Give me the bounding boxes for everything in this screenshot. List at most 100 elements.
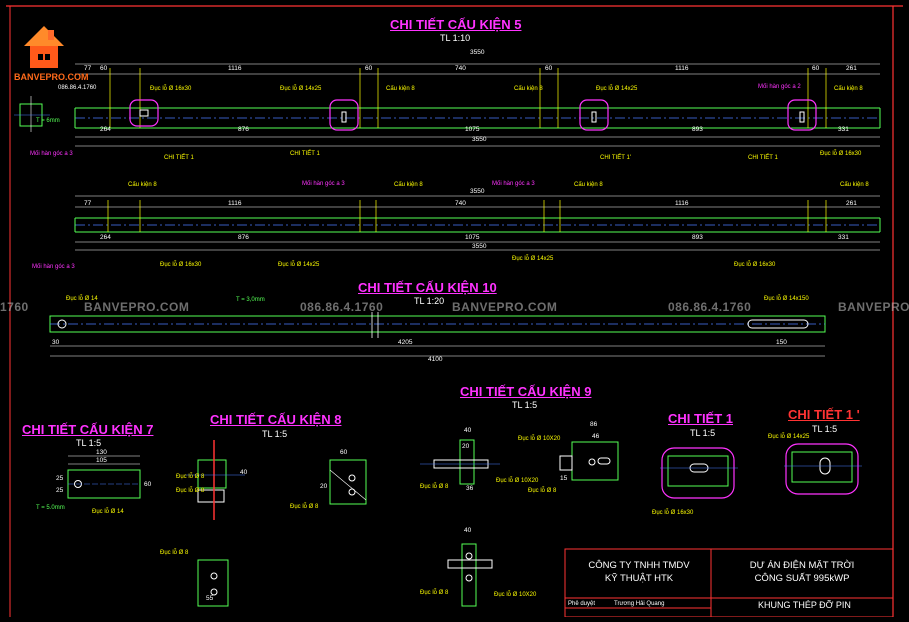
- label-ck9-duc-lo-d: Đục lỗ Ø 8: [420, 484, 449, 490]
- dim2-bot-1: 876: [238, 234, 249, 241]
- ck7-plate: [67, 455, 141, 499]
- ck9-title: CHI TIẾT CẤU KIỆN 9: [460, 384, 592, 399]
- dim-ck9-3: 20: [462, 443, 470, 450]
- label-duc-lo-14x25-a: Đục lỗ Ø 14x25: [280, 86, 322, 92]
- dim2-bot-0: 264: [100, 234, 111, 241]
- ck7-title: CHI TIẾT CẤU KIỆN 7: [22, 422, 154, 437]
- label-duc-lo-16x30-b: Đục lỗ Ø 16x30: [820, 151, 862, 157]
- label-cau-kien-8-g: Cấu kiện 8: [840, 182, 869, 188]
- ct1-title: CHI TIẾT 1: [668, 411, 734, 426]
- tb-row-name: Trương Hải Quang: [614, 601, 665, 607]
- label-moi-han-d: Mối hàn góc a 3: [32, 264, 75, 270]
- tb-row-label: Phê duyệt: [568, 601, 596, 607]
- label-duc-lo-16x30-a: Đục lỗ Ø 16x30: [150, 86, 192, 92]
- watermark-phone-2: 086.86.4.1760: [668, 300, 752, 314]
- dim-total-top: 3550: [470, 49, 485, 56]
- label-cau-kien-8-a: Cấu kiện 8: [386, 86, 415, 92]
- label-ck9-duc-lo-f: Đục lỗ Ø 10X20: [494, 592, 537, 598]
- ck10-scale: TL 1:20: [414, 296, 445, 306]
- dim2-seg-8: 261: [846, 200, 857, 207]
- dim2-bot-3: 893: [692, 234, 703, 241]
- ct1p-title: CHI TIẾT 1 ': [788, 407, 860, 422]
- ct1-scale: TL 1:5: [690, 428, 716, 438]
- dim2-seg-2: 1116: [228, 200, 242, 207]
- ck5-upper-beam: [14, 63, 881, 147]
- dim-seg-0: 77: [84, 65, 92, 72]
- dim-seg-7: 60: [812, 65, 820, 72]
- dim-total-bottom: 3550: [472, 136, 487, 143]
- dim-bot-0: 264: [100, 126, 111, 133]
- tb-company: CÔNG TY TNHH TMDV KỸ THUẬT HTK: [570, 560, 708, 586]
- dim2-bot-4: 331: [838, 234, 849, 241]
- ck9-scale: TL 1:5: [512, 400, 538, 410]
- logo-phone: 086.86.4.1760: [58, 85, 97, 91]
- dim-ck10-total: 4100: [428, 356, 443, 363]
- label-chi-tiet-1-b: CHI TIẾT 1: [290, 151, 320, 157]
- watermark-site-2: BANVEPRO.COM: [452, 300, 558, 314]
- dim-ck9-6: 15: [560, 475, 568, 482]
- ck9-views: [420, 439, 619, 607]
- dim-ck8-1: 40: [240, 469, 248, 476]
- tb-company-line-1: CÔNG TY TNHH TMDV: [588, 560, 690, 571]
- label-ck8-duc-lo-c: Đục lỗ Ø 8: [290, 504, 319, 510]
- dim-seg-8: 261: [846, 65, 857, 72]
- tb-company-line-2: KỸ THUẬT HTK: [604, 572, 674, 584]
- label-ck8-duc-lo-b: Đục lỗ Ø 8: [176, 488, 205, 494]
- label-chi-tiet-1-a: CHI TIẾT 1: [164, 155, 194, 161]
- label-t3: T = 3,0mm: [236, 297, 265, 303]
- dim-ck9-5: 36: [466, 485, 474, 492]
- label-moi-han-a: Mối hàn góc a 3: [30, 151, 73, 157]
- dim-seg-3: 60: [365, 65, 373, 72]
- label-cau-kien-8-c: Cấu kiện 8: [834, 86, 863, 92]
- label-duc-lo-16x30-c: Đục lỗ Ø 16x30: [160, 262, 202, 268]
- dim-bot-1: 876: [238, 126, 249, 133]
- label-duc-lo-14x25-b: Đục lỗ Ø 14x25: [596, 86, 638, 92]
- dim2-bot-2: 1075: [465, 234, 480, 241]
- dim-ck8-0: 60: [340, 449, 348, 456]
- dim-ck7-0: 130: [96, 449, 107, 456]
- ct1p-scale: TL 1:5: [812, 424, 838, 434]
- dim-ck7-2: 25: [56, 475, 64, 482]
- label-ck8-duc-lo-a: Đục lỗ Ø 8: [176, 474, 205, 480]
- dim2-seg-0: 77: [84, 200, 92, 207]
- dim-seg-1: 60: [100, 65, 108, 72]
- watermark-site-1: BANVEPRO.COM: [84, 300, 190, 314]
- dim2-seg-4: 740: [455, 200, 466, 207]
- dim-ck10-inner: 4205: [398, 339, 413, 346]
- label-t6: T = 6mm: [36, 118, 60, 124]
- dim2-seg-6: 1116: [675, 200, 689, 207]
- label-duc-lo-14x150: Đục lỗ Ø 14x150: [764, 296, 809, 302]
- label-chi-tiet-1p: CHI TIẾT 1': [600, 155, 631, 161]
- label-ck7-duc-lo: Đục lỗ Ø 14: [92, 509, 124, 515]
- tb-project-line-2: CÔNG SUẤT 995kWP: [754, 572, 850, 584]
- dim-ck10-small: 30: [52, 339, 60, 346]
- dim-ck9-2: 46: [592, 433, 600, 440]
- dim-ck9-4: 40: [464, 527, 472, 534]
- label-moi-han-b: Mối hàn góc a 3: [302, 181, 345, 187]
- logo-brand: BANVEPRO.COM: [14, 72, 89, 82]
- label-duc-lo-16x30-d: Đục lỗ Ø 16x30: [734, 262, 776, 268]
- label-ck8-duc-lo-d: Đục lỗ Ø 8: [160, 550, 189, 556]
- label-duc-lo-14x25-c: Đục lỗ Ø 14x25: [278, 262, 320, 268]
- label-ct1-duc-lo: Đục lỗ Ø 16x30: [652, 510, 694, 516]
- label-ck9-duc-lo-c: Đục lỗ Ø 8: [528, 488, 557, 494]
- watermark-site-3: BANVEPRO.COM: [838, 300, 909, 314]
- dim-ck9-1: 40: [464, 427, 472, 434]
- logo-house-icon: [24, 26, 64, 68]
- dim-seg-2: 1116: [228, 65, 242, 72]
- label-cau-kien-8-e: Cấu kiện 8: [394, 182, 423, 188]
- dim-ck8-2: 20: [320, 483, 328, 490]
- ck5-title: CHI TIẾT CẤU KIỆN 5: [390, 17, 522, 32]
- dim2-total: 3550: [470, 188, 485, 195]
- dim-seg-6: 1116: [675, 65, 689, 72]
- dim-seg-5: 60: [545, 65, 553, 72]
- label-duc-lo-14x25-d: Đục lỗ Ø 14x25: [512, 256, 554, 262]
- ck8-views: [185, 440, 367, 607]
- ck10-title: CHI TIẾT CẤU KIỆN 10: [358, 280, 497, 295]
- dim-seg-4: 740: [455, 65, 466, 72]
- dim-ck8-3: 55: [206, 595, 214, 602]
- label-ck9-duc-lo-b: Đục lỗ Ø 10X20: [496, 478, 539, 484]
- tb-drawing-name: KHUNG THÉP ĐỠ PIN: [758, 600, 851, 610]
- dim-ck10-end: 150: [776, 339, 787, 346]
